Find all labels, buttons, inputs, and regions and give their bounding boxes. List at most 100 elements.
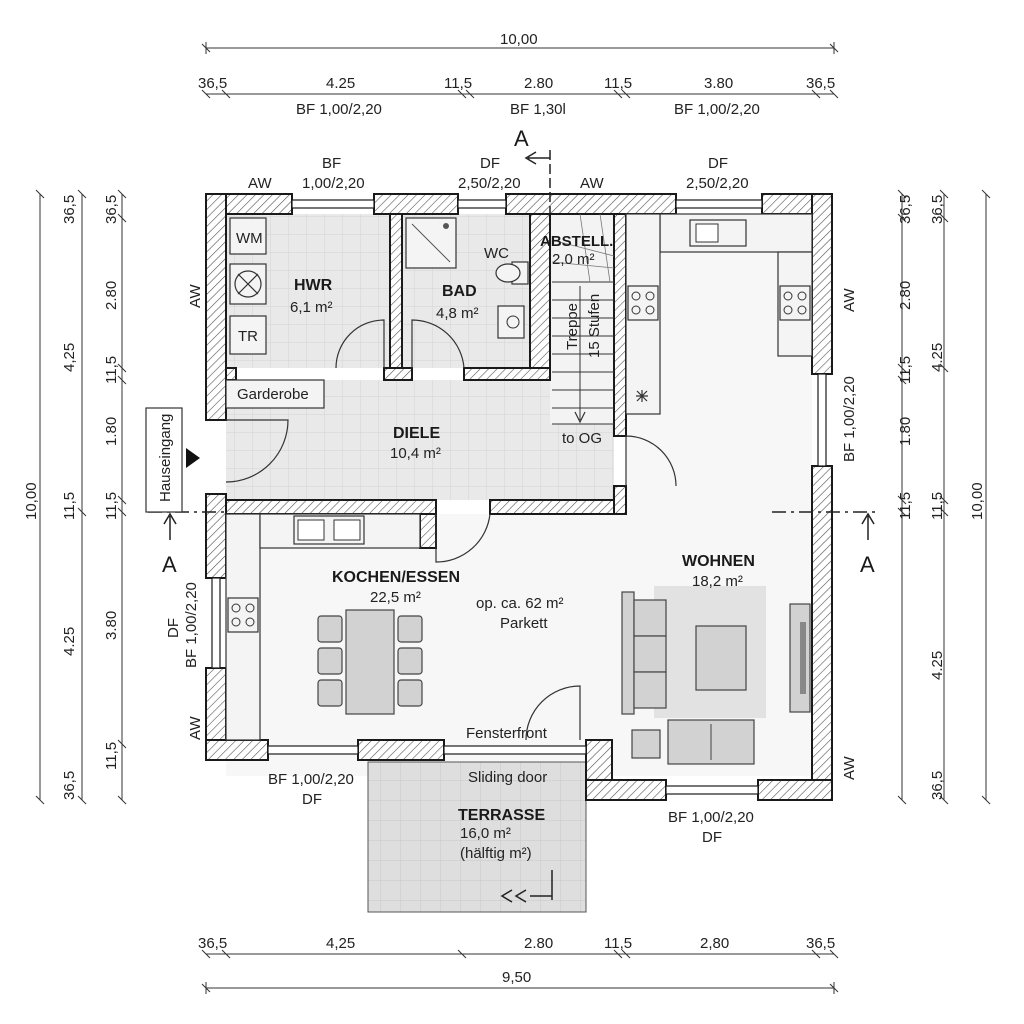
- top-bf-size: 1,00/2,20: [302, 175, 365, 192]
- door-wohnen: [625, 435, 677, 487]
- dim-bottom-seg: 2,80: [700, 935, 729, 952]
- dim-bottom-seg: 36,5: [198, 935, 227, 952]
- dining-chair: [397, 647, 423, 675]
- window-top-bad: [457, 199, 507, 209]
- room-kochen-name: KOCHEN/ESSEN: [332, 569, 460, 586]
- room-kochen-area: 22,5 m²: [370, 589, 421, 606]
- room-terrasse-area: 16,0 m²: [460, 825, 511, 842]
- fridge-icon: [636, 390, 648, 402]
- section-arrow-icon: [524, 151, 550, 165]
- garderobe-bench: [225, 379, 325, 409]
- door-bad: [411, 319, 465, 369]
- open-area-floor: Parkett: [500, 615, 548, 632]
- entrance-box: [145, 407, 183, 513]
- dim-left-outer: 10,00: [23, 482, 40, 520]
- room-terrasse-name: TERRASSE: [458, 807, 545, 824]
- tr-label: TR: [238, 328, 258, 345]
- aw-label-right-2: AW: [841, 756, 858, 780]
- top-df2-label: DF: [708, 155, 728, 172]
- wall-right-2: [811, 465, 833, 801]
- doors: [225, 319, 677, 741]
- dim-bottom-seg: 4,25: [326, 935, 355, 952]
- stair-floor: [550, 214, 614, 424]
- dim-top-opening: BF 1,00/2,20: [296, 101, 382, 118]
- shower-drain-icon: [443, 223, 449, 229]
- kitchen-sink-basin: [695, 223, 719, 243]
- terrace-arrow-icon: [500, 870, 553, 903]
- kitchen-sink-2-basin: [333, 519, 361, 541]
- dim-right-total: 10,00: [969, 482, 986, 520]
- dim-top-seg: 36,5: [198, 75, 227, 92]
- dim-left-extra: 11,5: [61, 492, 78, 520]
- dining-chair: [317, 679, 343, 707]
- wall-right-1: [811, 193, 833, 375]
- dim-top-seg: 11,5: [604, 75, 632, 92]
- bottom-left-df: DF: [302, 791, 322, 808]
- dim-right-outer: 36,5: [929, 195, 946, 224]
- tv-icon: [800, 622, 806, 694]
- dim-left-inner: 36,5: [103, 195, 120, 224]
- dryer-icon: [234, 270, 262, 298]
- wall-kitchen-post: [419, 513, 437, 549]
- wall-bottom-4: [585, 779, 667, 801]
- door-kitchen: [435, 513, 491, 563]
- right-bf-label: BF 1,00/2,20: [841, 376, 858, 462]
- section-arrow-icon: [163, 512, 177, 540]
- top-df1-size: 2,50/2,20: [458, 175, 521, 192]
- room-diele-area: 10,4 m²: [390, 445, 441, 462]
- room-hwr-area: 6,1 m²: [290, 299, 333, 316]
- dim-right-outer: 36,5: [929, 771, 946, 800]
- aw-label-left-2: AW: [187, 716, 204, 740]
- wall-top-2: [373, 193, 459, 215]
- dim-right-outer: 4.25: [929, 343, 946, 372]
- walls: [205, 193, 833, 801]
- window-bottom-mid: [443, 745, 587, 755]
- windows: [211, 199, 827, 795]
- washing-machine: [229, 217, 267, 255]
- dim-right-outer: 4.25: [929, 651, 946, 680]
- left-bf-label: BF 1,00/2,20: [183, 582, 200, 668]
- room-diele-name: DIELE: [393, 425, 440, 442]
- dimension-lines: 10,00 36,5 4.25 11,5 2.80 11,5 3.80 36,5…: [23, 31, 991, 994]
- wall-hwr-diele-2: [383, 367, 413, 381]
- window-left-kitchen: [211, 577, 221, 669]
- dim-right-inner: 36,5: [897, 195, 914, 224]
- wall-top-3: [505, 193, 677, 215]
- wall-bottom-1: [205, 739, 269, 761]
- dim-top-seg: 36,5: [806, 75, 835, 92]
- dim-left-inner: 2.80: [103, 281, 120, 310]
- bottom-right-bf: BF 1,00/2,20: [668, 809, 754, 826]
- dim-left-inner: 11,5: [103, 492, 120, 520]
- fixtures: WM TR WC Garderobe Treppe 15 Stufen to O…: [225, 213, 813, 765]
- aw-label-right-1: AW: [841, 288, 858, 312]
- dim-bottom-total: 9,50: [502, 969, 531, 986]
- room-hwr-name: HWR: [294, 277, 333, 294]
- section-marker-top: A: [514, 126, 529, 151]
- door-hwr: [335, 319, 385, 369]
- sofa-seat: [633, 635, 667, 673]
- open-area-label: op. ca. 62 m²: [476, 595, 564, 612]
- window-bottom-right: [665, 785, 759, 795]
- door-terrace: [525, 685, 581, 741]
- bottom-left-bf: BF 1,00/2,20: [268, 771, 354, 788]
- dim-top-seg: 11,5: [444, 75, 472, 92]
- section-arrow-icon: [861, 512, 875, 540]
- dim-bottom-seg: 11,5: [604, 935, 632, 952]
- terrasse-floor: [367, 761, 587, 913]
- window-top-hwr: [291, 199, 375, 209]
- dim-right-inner: 1.80: [897, 417, 914, 446]
- section-marker-left: A: [162, 552, 177, 577]
- wall-hwr-diele-1: [225, 367, 237, 381]
- wall-bottom-5: [757, 779, 833, 801]
- dim-top-seg: 4.25: [326, 75, 355, 92]
- section-marker-right: A: [860, 552, 875, 577]
- dim-left-inner: 1.80: [103, 417, 120, 446]
- room-abstell-area: 2,0 m²: [552, 251, 595, 268]
- hob-icon: [779, 285, 811, 321]
- kitchen-sink-2-basin: [297, 519, 325, 541]
- dining-chair: [317, 615, 343, 643]
- wall-diele-kitchen-2: [489, 499, 627, 515]
- dim-top-seg: 2.80: [524, 75, 553, 92]
- sofa-back: [621, 591, 635, 715]
- dim-right-inner: 2.80: [897, 281, 914, 310]
